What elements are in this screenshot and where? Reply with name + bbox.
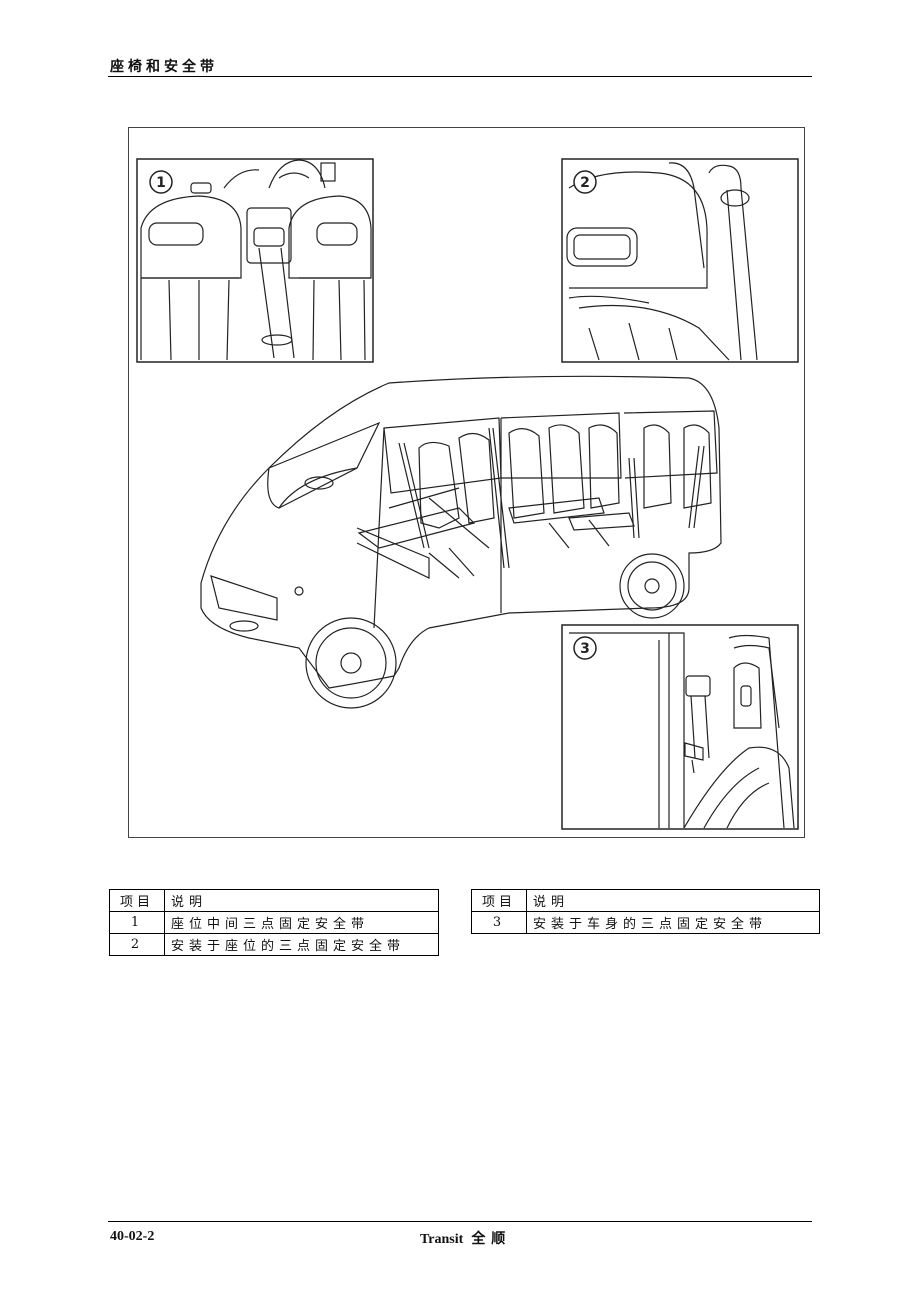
item-description: 座位中间三点固定安全带 [164, 911, 439, 934]
item-number: 1 [109, 911, 165, 934]
description-header: 说明 [164, 889, 439, 912]
legend-row: 1 座位中间三点固定安全带 [109, 911, 439, 934]
seatbelt-illustration: 1 2 [128, 127, 805, 838]
item-header: 项目 [109, 889, 165, 912]
legend-row: 2 安装于座位的三点固定安全带 [109, 933, 439, 956]
legend-table-left: 项目 说明 1 座位中间三点固定安全带 2 安装于座位的三点固定安全带 [109, 889, 439, 956]
item-description: 安装于车身的三点固定安全带 [526, 911, 820, 934]
header-rule [108, 76, 812, 77]
minibus-drawing [200, 375, 722, 709]
inset-1-middle-seatbelt [136, 158, 374, 363]
item-number: 3 [471, 911, 527, 934]
legend-header-row: 项目 说明 [109, 889, 439, 912]
item-header: 项目 [471, 889, 527, 912]
inset-3-body-mounted-seatbelt [561, 624, 799, 830]
manual-title-en: Transit [420, 1232, 464, 1247]
legend-table-right: 项目 说明 3 安装于车身的三点固定安全带 [471, 889, 820, 934]
callout-2-label: 2 [580, 175, 590, 191]
manual-title: Transit 全顺 [420, 1228, 511, 1248]
item-description: 安装于座位的三点固定安全带 [164, 933, 439, 956]
section-title: 座椅和安全带 [110, 59, 218, 75]
inset-2-seat-mounted-seatbelt [561, 158, 799, 363]
legend-row: 3 安装于车身的三点固定安全带 [471, 911, 820, 934]
description-header: 说明 [526, 889, 820, 912]
item-number: 2 [109, 933, 165, 956]
callout-1-label: 1 [156, 175, 166, 191]
legend-header-row: 项目 说明 [471, 889, 820, 912]
callout-3-label: 3 [580, 641, 590, 657]
manual-title-cn: 全顺 [471, 1231, 512, 1247]
page-number: 40-02-2 [110, 1229, 155, 1244]
callout-2-circle [573, 170, 597, 194]
footer-rule [108, 1221, 812, 1222]
callout-1-circle [149, 170, 173, 194]
callout-3-circle [573, 636, 597, 660]
